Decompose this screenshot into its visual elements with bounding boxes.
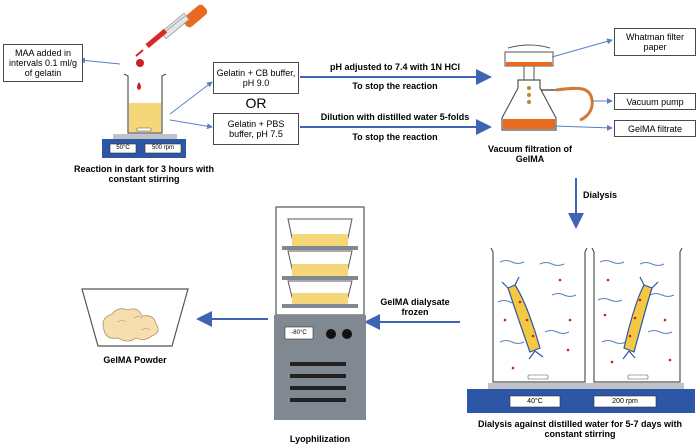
stirrer2-rpm-display: 200 rpm bbox=[612, 398, 638, 405]
dialysis-caption: Dialysis against distilled water for 5-7… bbox=[477, 419, 683, 440]
dialysis-beaker-1 bbox=[490, 247, 588, 383]
freezer-temp-display: -80°C bbox=[291, 330, 307, 336]
magnetic-stirrer-1 bbox=[102, 134, 186, 158]
lyophilization-caption: Lyophilization bbox=[289, 434, 351, 444]
dropper-icon bbox=[135, 4, 208, 57]
whatman-label: Whatman filter paper bbox=[625, 32, 685, 52]
reaction-beaker bbox=[123, 73, 167, 134]
gelma-powder-dish bbox=[81, 288, 189, 347]
vacuum-pump-box: Vacuum pump bbox=[614, 93, 696, 110]
pbs-buffer-label: Gelatin + PBS buffer, pH 7.5 bbox=[227, 119, 285, 139]
vacuum-caption: Vacuum filtration of GelMA bbox=[487, 144, 572, 165]
vacuum-pump-label: Vacuum pump bbox=[626, 96, 684, 107]
maa-box: MAA added in intervals 0.1 ml/g of gelat… bbox=[3, 44, 83, 82]
whatman-box: Whatman filter paper bbox=[614, 28, 696, 56]
cb-buffer-box: Gelatin + CB buffer, pH 9.0 bbox=[213, 62, 299, 94]
stirrer2-temp-display: 40°C bbox=[527, 398, 543, 405]
stop-reaction-label-2: To stop the reaction bbox=[352, 132, 438, 142]
ph-adjust-label: pH adjusted to 7.4 with 1N HCl bbox=[329, 62, 460, 72]
stirrer1-temp-display: 50°C bbox=[116, 145, 130, 151]
gelma-powder-caption: GelMA Powder bbox=[103, 355, 167, 365]
magnetic-stirrer-2 bbox=[467, 383, 695, 413]
dialysis-beaker-2 bbox=[591, 247, 683, 383]
pbs-buffer-box: Gelatin + PBS buffer, pH 7.5 bbox=[213, 113, 299, 145]
cb-buffer-label: Gelatin + CB buffer, pH 9.0 bbox=[216, 68, 296, 88]
drop-icon bbox=[136, 59, 144, 67]
lyophilizer bbox=[274, 206, 366, 420]
dialysis-label: Dialysis bbox=[583, 190, 618, 200]
gelma-filtrate-box: GelMA filtrate bbox=[614, 120, 696, 137]
dilution-label: Dilution with distilled water 5-folds bbox=[320, 112, 470, 122]
gelma-frozen-label: GelMA dialysate frozen bbox=[380, 297, 450, 318]
stirrer1-rpm-display: 500 rpm bbox=[151, 145, 174, 151]
gelma-filtrate-label: GelMA filtrate bbox=[627, 123, 683, 134]
vacuum-filtration-flask bbox=[501, 44, 594, 131]
maa-box-label: MAA added in intervals 0.1 ml/g of gelat… bbox=[8, 48, 78, 78]
stop-reaction-label-1: To stop the reaction bbox=[352, 81, 438, 91]
or-label: OR bbox=[245, 95, 267, 111]
reaction-caption: Reaction in dark for 3 hours with consta… bbox=[73, 164, 215, 185]
